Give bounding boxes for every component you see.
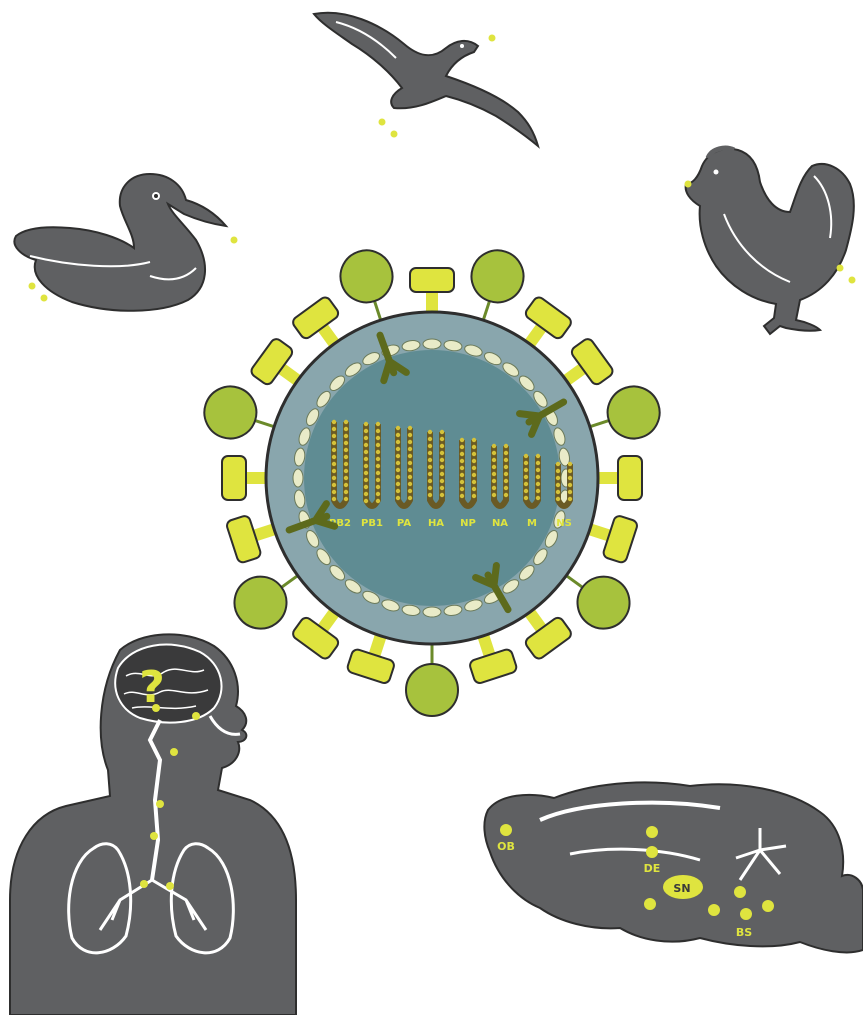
virus-spot — [734, 886, 746, 898]
mouse-brain-icon — [484, 782, 863, 952]
segment-label-m: M — [527, 518, 537, 529]
segment-label-np: NP — [460, 518, 476, 529]
duck-icon — [14, 174, 226, 311]
virus-spot — [708, 904, 720, 916]
virus-spot — [762, 900, 774, 912]
virus-spot — [646, 846, 658, 858]
human-icon: ? — [10, 634, 296, 1015]
segment-label-na: NA — [492, 518, 508, 529]
virus-spot — [500, 824, 512, 836]
chicken-icon — [686, 148, 854, 334]
segment-label-ns: NS — [556, 518, 572, 529]
brain-region-label-bs: BS — [736, 926, 752, 939]
brain-region-label-sn: SN — [673, 882, 690, 895]
virus-spot — [644, 898, 656, 910]
brain-region-label-ob: OB — [497, 840, 515, 853]
segment-label-pa: PA — [397, 518, 411, 529]
virus-spot — [740, 908, 752, 920]
virus-spot — [646, 826, 658, 838]
question-mark: ? — [139, 662, 165, 713]
gull-icon — [314, 13, 538, 146]
segment-label-ha: HA — [428, 518, 444, 529]
segment-label-pb1: PB1 — [361, 518, 383, 529]
brain-icon — [115, 645, 221, 723]
neuraminidase-spike — [406, 638, 458, 716]
brain-region-label-de: DE — [644, 862, 661, 875]
